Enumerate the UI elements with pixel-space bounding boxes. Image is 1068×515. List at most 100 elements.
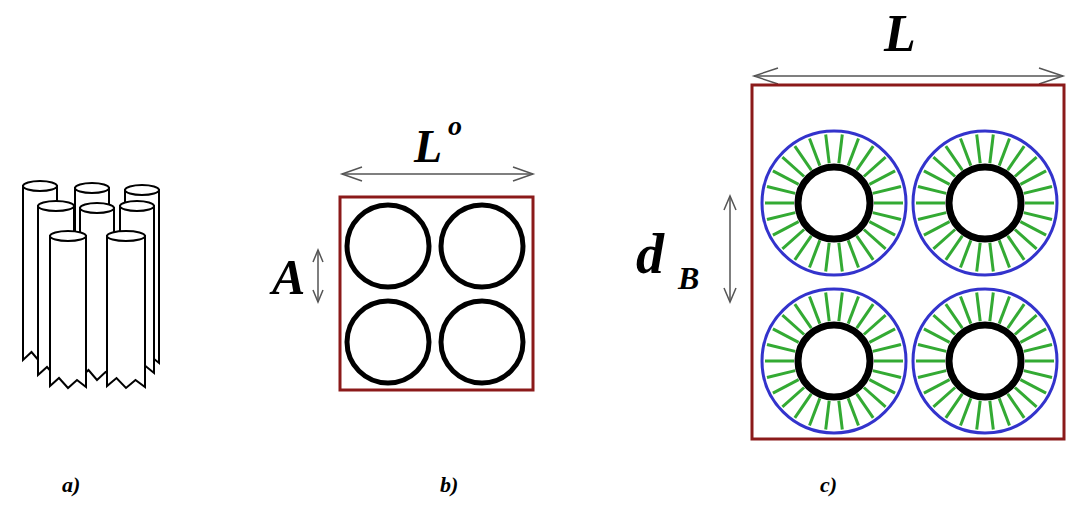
brush-chain — [873, 213, 901, 220]
brush-chain — [946, 146, 963, 170]
brush-chain — [1020, 329, 1046, 343]
brush-chain — [826, 293, 830, 322]
brush-chain — [924, 329, 950, 343]
brush-chain — [1025, 360, 1054, 363]
brush-chain — [946, 304, 963, 328]
brush-chain — [873, 187, 901, 194]
brush-chain — [933, 315, 955, 334]
brush-chain — [773, 222, 799, 236]
brush-chain — [839, 293, 843, 322]
brush-chain — [782, 388, 804, 407]
dimension-label: L — [884, 8, 916, 60]
rod — [798, 325, 870, 397]
brush-chain — [765, 360, 794, 363]
brush-chain — [826, 401, 830, 430]
rod — [949, 325, 1021, 397]
brush-chain — [1024, 371, 1052, 378]
superscript: o — [448, 112, 462, 140]
brush-chain — [977, 135, 981, 164]
brush-chain — [1008, 394, 1024, 418]
brush-chain — [869, 380, 895, 394]
brush-chain — [874, 202, 903, 205]
brush-chain — [795, 146, 812, 170]
brush-chain — [961, 240, 971, 267]
brush-chain — [864, 315, 886, 334]
brush-chain — [916, 202, 945, 205]
box-outline — [752, 85, 1064, 439]
brush-chain — [767, 345, 795, 352]
cylinder-top — [107, 231, 145, 241]
brush-chain — [1008, 304, 1024, 328]
brush-outline — [913, 289, 1057, 433]
brush-chain — [918, 213, 946, 220]
brush-chain — [857, 394, 874, 418]
brush-chain — [990, 401, 994, 430]
brush-chain — [1015, 230, 1037, 249]
brush-chain — [946, 394, 963, 418]
brush-chain — [810, 139, 820, 166]
brush-chain — [773, 380, 799, 394]
brush-chain — [773, 329, 799, 343]
brush-chain — [826, 243, 830, 272]
brush-chain — [961, 398, 971, 425]
brush-chain — [1025, 202, 1054, 205]
brush-chain — [977, 401, 981, 430]
brush-chain — [810, 240, 820, 267]
brush-outline — [762, 131, 906, 275]
brush-chain — [795, 304, 812, 328]
brush-chain — [933, 157, 955, 176]
cylinder — [107, 236, 145, 388]
brush-chain — [782, 230, 804, 249]
brush-chain — [924, 171, 950, 185]
brush-chain — [999, 139, 1009, 166]
brush-chain — [810, 297, 820, 324]
brush-chain — [1020, 380, 1046, 394]
brush-chain — [848, 398, 858, 425]
cylinder-top — [50, 231, 86, 241]
brush-chain — [767, 213, 795, 220]
dimension-label: d — [636, 226, 664, 282]
brush-chain — [961, 139, 971, 166]
brush-chain — [990, 293, 994, 322]
cylinder-top — [120, 201, 154, 211]
brush-chain — [839, 135, 843, 164]
brush-chain — [918, 187, 946, 194]
brush-outline — [762, 289, 906, 433]
brush-chain — [795, 236, 812, 260]
rod — [949, 167, 1021, 239]
brush-chain — [864, 388, 886, 407]
brush-chain — [864, 230, 886, 249]
brush-chain — [773, 171, 799, 185]
brush-chain — [924, 222, 950, 236]
rod — [798, 167, 870, 239]
brush-chain — [1024, 187, 1052, 194]
brush-chain — [999, 240, 1009, 267]
brush-chain — [848, 240, 858, 267]
brush-chain — [999, 297, 1009, 324]
brush-chain — [990, 243, 994, 272]
panel-label: c) — [820, 474, 837, 496]
brush-chain — [864, 157, 886, 176]
brush-chain — [848, 139, 858, 166]
grafted-rods — [762, 131, 1057, 433]
cylinder-top — [75, 183, 109, 193]
bare-rods — [347, 205, 523, 383]
brush-chain — [918, 345, 946, 352]
brush-chain — [848, 297, 858, 324]
cylinder-top — [23, 181, 57, 191]
brush-chain — [810, 398, 820, 425]
brush-chain — [977, 293, 981, 322]
brush-chain — [1020, 222, 1046, 236]
brush-chain — [961, 297, 971, 324]
brush-chain — [874, 360, 903, 363]
brush-chain — [1008, 146, 1024, 170]
brush-chain — [839, 243, 843, 272]
brush-chain — [918, 371, 946, 378]
brush-chain — [857, 236, 874, 260]
brush-chain — [990, 135, 994, 164]
brush-chain — [924, 380, 950, 394]
brush-chain — [1020, 171, 1046, 185]
panel-label: b) — [440, 474, 458, 496]
